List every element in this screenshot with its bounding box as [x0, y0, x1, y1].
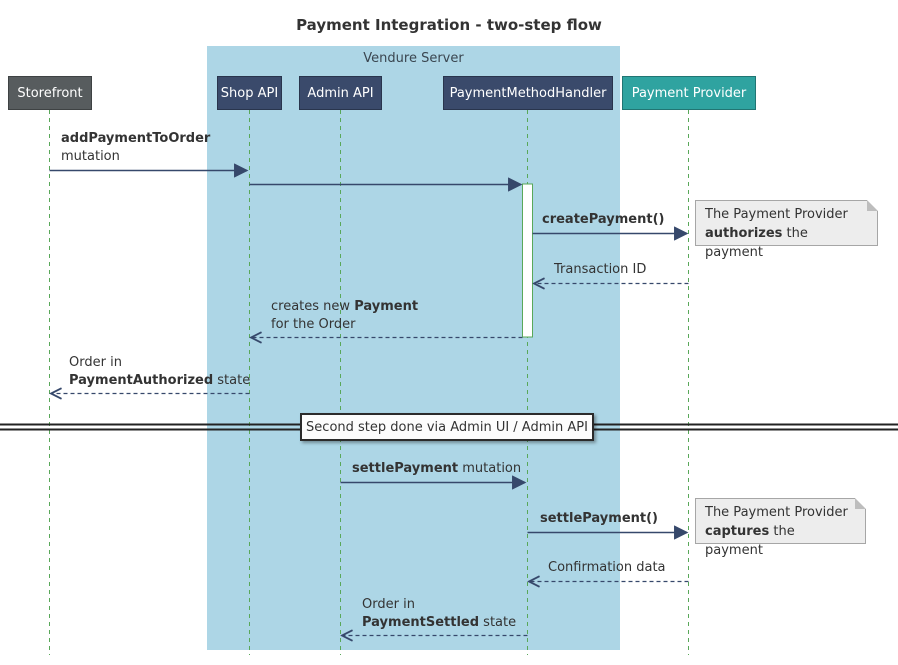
- note-authorizes: The Payment Provider authorizes the paym…: [695, 200, 878, 260]
- message-add-payment-label: addPaymentToOrder mutation: [61, 130, 210, 166]
- participant-payment-method-handler: PaymentMethodHandler: [443, 76, 613, 110]
- vendure-server-frame-label: Vendure Server: [363, 51, 464, 66]
- message-settle-payment-mutation-label: settlePayment mutation: [352, 460, 521, 478]
- vendure-server-frame: [207, 46, 620, 650]
- message-creates-payment-bold: Payment: [354, 299, 419, 314]
- participant-storefront: Storefront: [8, 76, 92, 110]
- message-creates-payment-pre: creates new: [271, 299, 355, 314]
- participant-admin-api: Admin API: [299, 76, 382, 110]
- message-creates-payment-label: creates new Payment for the Order: [271, 298, 418, 334]
- message-settle-payment-call-label: settlePayment(): [540, 510, 658, 528]
- message-create-payment-bold: createPayment(): [542, 212, 665, 227]
- message-order-authorized-bold: PaymentAuthorized: [69, 373, 214, 388]
- message-order-settled-post: state: [479, 615, 517, 630]
- divider-second-step: Second step done via Admin UI / Admin AP…: [300, 413, 594, 441]
- message-add-payment-bold: addPaymentToOrder: [61, 131, 211, 146]
- note-captures-line1: The Payment Provider: [705, 505, 848, 520]
- note-captures-bold: captures: [705, 524, 770, 539]
- message-transaction-id-label: Transaction ID: [554, 261, 646, 279]
- message-order-authorized-label: Order in PaymentAuthorized state: [69, 354, 250, 390]
- message-settle-payment-mutation-bold: settlePayment: [352, 461, 459, 476]
- participant-shop-api-label: Shop API: [220, 85, 279, 101]
- note-fold-icon: [855, 498, 866, 509]
- divider-second-step-label: Second step done via Admin UI / Admin AP…: [306, 419, 588, 435]
- message-order-settled-bold: PaymentSettled: [362, 615, 480, 630]
- activation-bar: [522, 183, 533, 338]
- participant-admin-api-label: Admin API: [307, 85, 374, 101]
- message-order-settled-label: Order in PaymentSettled state: [362, 596, 516, 632]
- participant-payment-provider-label: Payment Provider: [631, 85, 747, 101]
- note-authorizes-post: the payment: [705, 226, 808, 260]
- message-confirmation-data-label: Confirmation data: [548, 559, 666, 577]
- message-order-authorized-line1: Order in: [69, 355, 122, 370]
- message-transaction-id-text: Transaction ID: [554, 262, 647, 277]
- message-creates-payment-line2: for the Order: [271, 317, 356, 332]
- diagram-title: Payment Integration - two-step flow: [296, 16, 602, 34]
- message-add-payment-line2: mutation: [61, 149, 120, 164]
- note-authorizes-bold: authorizes: [705, 226, 783, 241]
- message-order-authorized-post: state: [213, 373, 251, 388]
- message-create-payment-label: createPayment(): [542, 211, 664, 229]
- participant-payment-method-handler-label: PaymentMethodHandler: [449, 85, 607, 101]
- message-confirmation-data-text: Confirmation data: [548, 560, 666, 575]
- participant-payment-provider: Payment Provider: [622, 76, 756, 110]
- message-settle-payment-mutation-post: mutation: [458, 461, 522, 476]
- note-captures-post: the payment: [705, 524, 795, 558]
- participant-shop-api: Shop API: [217, 76, 282, 110]
- note-captures: The Payment Provider captures the paymen…: [695, 498, 866, 558]
- note-fold-icon: [867, 200, 878, 211]
- message-order-settled-line1: Order in: [362, 597, 415, 612]
- note-authorizes-line1: The Payment Provider: [705, 207, 848, 222]
- participant-storefront-label: Storefront: [17, 85, 83, 101]
- message-settle-payment-call-bold: settlePayment(): [540, 511, 658, 526]
